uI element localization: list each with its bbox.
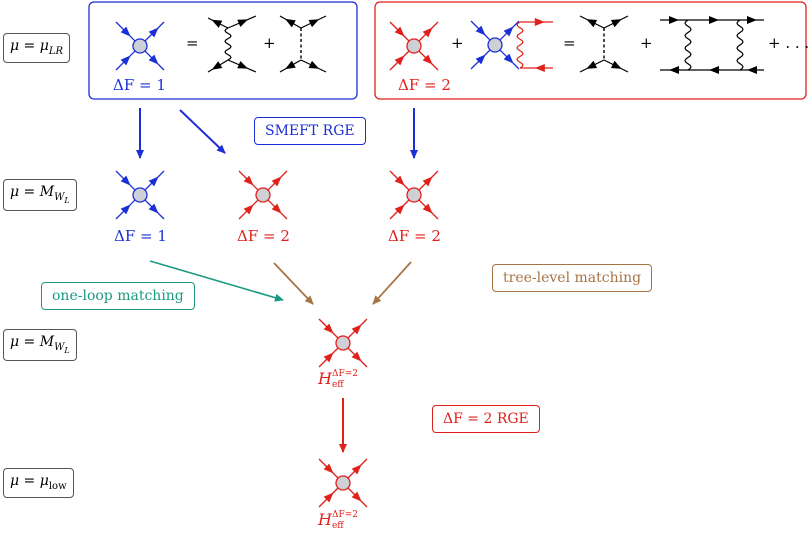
top-right-equals: = — [563, 34, 576, 52]
arrow-top-to-df2-mid — [179, 109, 226, 154]
df2-top-label: ΔF = 2 — [398, 76, 451, 94]
df1-mid-label: ΔF = 1 — [114, 227, 167, 245]
scale-mu-lr: μ = μLR — [3, 33, 71, 63]
vertex-df2-mid-2 — [389, 170, 439, 220]
vertex-df1-mid — [115, 170, 165, 220]
vertex-heff-mw — [318, 318, 368, 368]
df2-rge-box: ΔF = 2 RGE — [432, 405, 540, 433]
df1-matching-box — [88, 1, 358, 100]
top-right-plus-dots: + . . . — [768, 34, 809, 52]
smeft-rge-box: SMEFT RGE — [254, 117, 366, 145]
feynman-scalar-exchange-2 — [579, 15, 629, 73]
tree-level-matching-box: tree-level matching — [492, 264, 653, 292]
vertex-df2-top-red — [389, 21, 439, 71]
scale-mw-2: μ = MWL — [3, 329, 77, 361]
df2-mid-label-2: ΔF = 2 — [388, 227, 441, 245]
vertex-df2-mid-1 — [238, 170, 288, 220]
vertex-heff-low — [318, 458, 368, 508]
top-right-plus-2: + — [640, 34, 653, 52]
top-left-plus: + — [263, 34, 276, 52]
arrow-one-loop — [149, 260, 284, 302]
top-right-plus-1: + — [451, 34, 464, 52]
feynman-loop-extension — [516, 18, 553, 72]
one-loop-matching-box: one-loop matching — [41, 282, 195, 310]
feynman-box-diagram — [660, 16, 764, 74]
top-left-equals: = — [186, 34, 199, 52]
vertex-df1-top-loop — [470, 20, 520, 70]
df1-top-label: ΔF = 1 — [113, 76, 166, 94]
df2-matching-box — [374, 1, 807, 100]
scale-mu-low: μ = μlow — [3, 468, 74, 498]
vertex-df1-top — [115, 21, 165, 71]
feynman-scalar-exchange — [279, 15, 327, 73]
scale-mw-1: μ = MWL — [3, 179, 77, 211]
arrow-tree-right — [372, 261, 412, 305]
arrow-tree-left — [273, 262, 314, 305]
feynman-w-exchange — [207, 15, 257, 73]
df2-mid-label-1: ΔF = 2 — [237, 227, 290, 245]
